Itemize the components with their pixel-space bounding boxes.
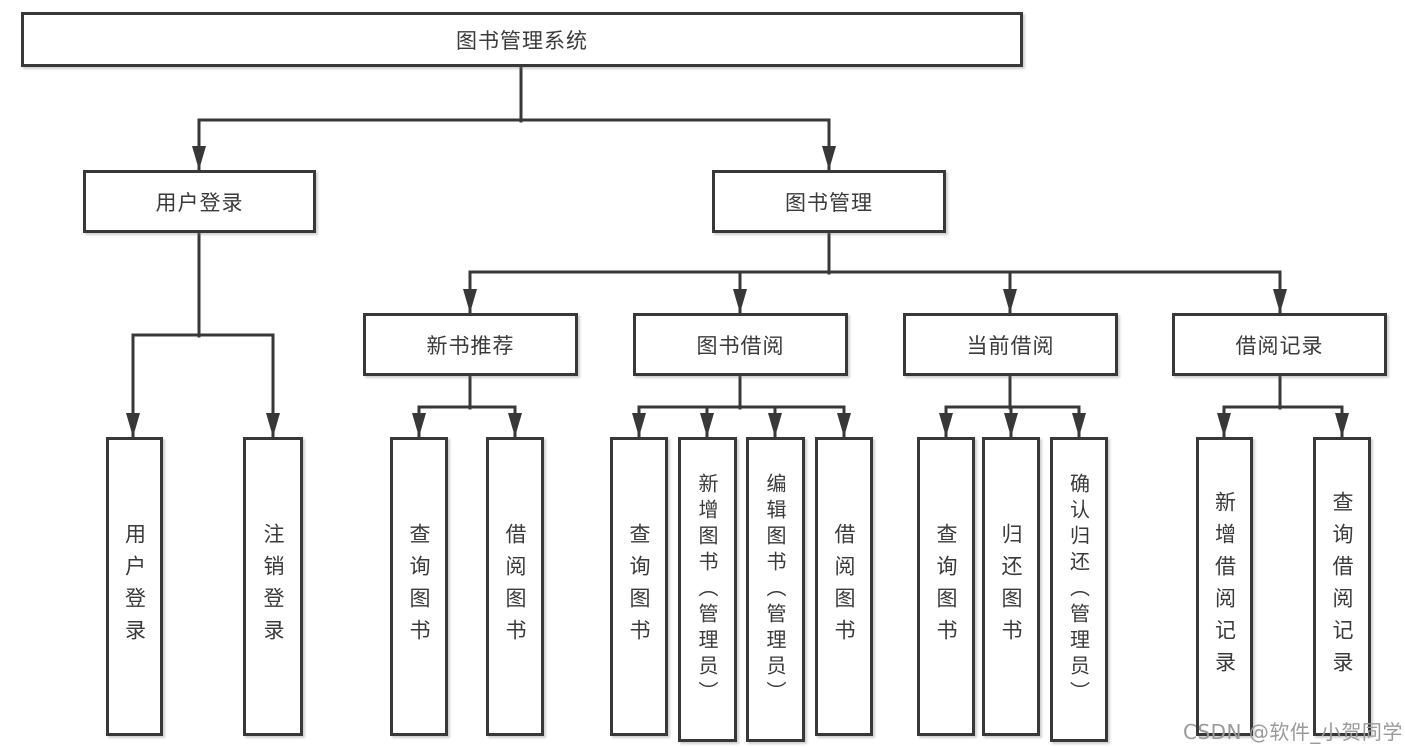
node-new-book-recommend: 新书推荐	[363, 313, 578, 376]
node-borrow-record: 借阅记录	[1172, 313, 1387, 376]
leaf-confirm-return-admin: 确认归还（管理员）	[1050, 437, 1108, 742]
leaf-query-book-recommend: 查询图书	[390, 437, 448, 736]
leaf-query-book-current: 查询图书	[917, 437, 975, 736]
leaf-add-borrow-record: 新增借阅记录	[1196, 437, 1253, 736]
leaf-return-book: 归还图书	[982, 437, 1040, 736]
leaf-user-login: 用户登录	[106, 437, 163, 736]
node-current-borrow: 当前借阅	[903, 313, 1118, 376]
leaf-borrow-book: 借阅图书	[815, 437, 873, 736]
node-book-management: 图书管理	[712, 170, 946, 233]
node-system-root: 图书管理系统	[21, 12, 1023, 67]
leaf-borrow-book-recommend: 借阅图书	[486, 437, 544, 736]
connector-arrows	[126, 118, 1349, 439]
connector-bus	[131, 64, 1344, 410]
node-user-login: 用户登录	[83, 170, 316, 233]
csdn-watermark: CSDN @软件_小贺同学	[1183, 720, 1403, 744]
leaf-add-book-admin: 新增图书（管理员）	[678, 437, 737, 742]
leaf-logout: 注销登录	[243, 437, 303, 736]
leaf-query-borrow-record: 查询借阅记录	[1313, 437, 1371, 736]
leaf-edit-book-admin: 编辑图书（管理员）	[746, 437, 805, 742]
node-book-borrow: 图书借阅	[633, 313, 848, 376]
leaf-query-book-borrow: 查询图书	[610, 437, 668, 736]
